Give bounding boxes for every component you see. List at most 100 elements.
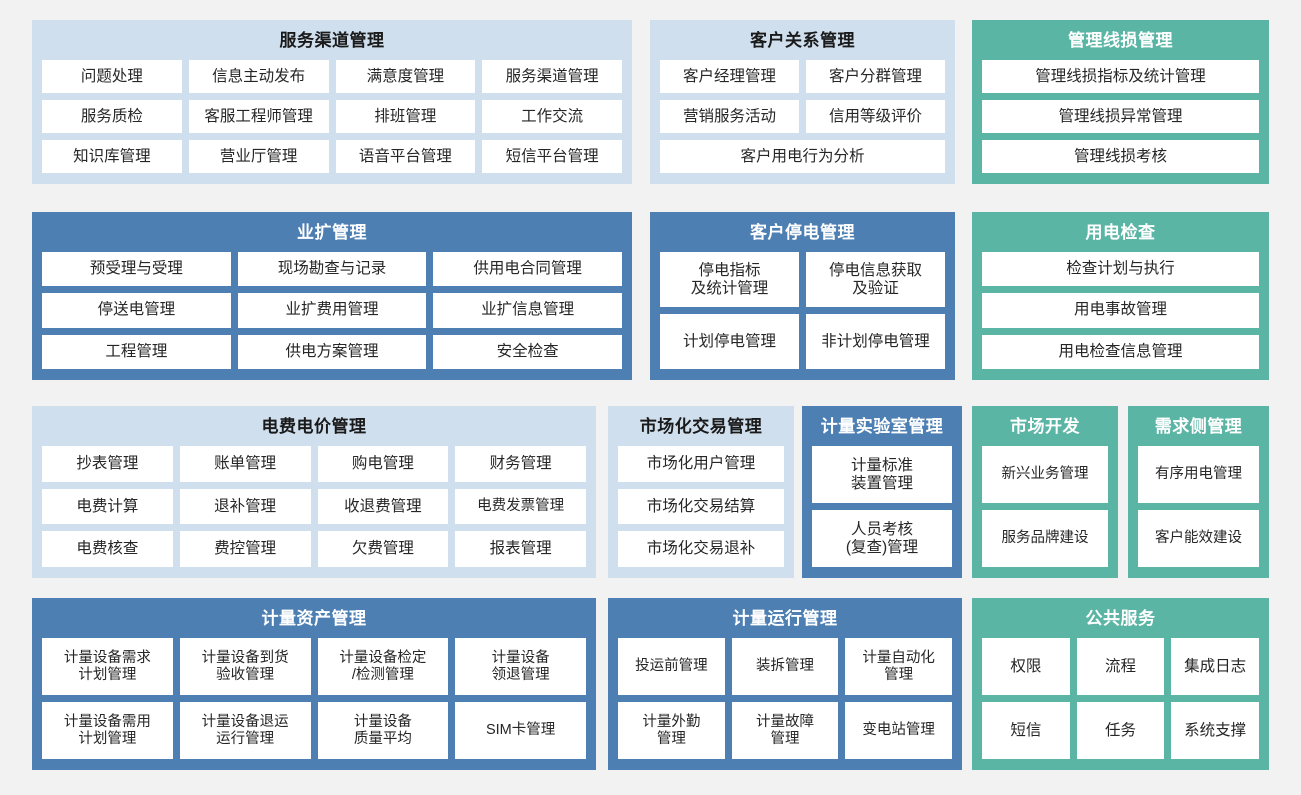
tile-工程管理[interactable]: 工程管理: [42, 334, 231, 369]
tile-row: 客户经理管理 客户分群管理: [660, 60, 945, 93]
tile-管理线损考核[interactable]: 管理线损考核: [982, 140, 1259, 173]
tile-业扩信息管理[interactable]: 业扩信息管理: [433, 293, 623, 328]
tile-计量设备到货验收管理[interactable]: 计量设备到货 验收管理: [179, 638, 311, 695]
panel-public-service: 公共服务 权限 流程 集成日志 短信 任务 系统支撑: [972, 598, 1269, 770]
panel-service-channel: 服务渠道管理 问题处理 信息主动发布 满意度管理 服务渠道管理 服务质检 客服工…: [32, 20, 632, 184]
tile-服务品牌建设[interactable]: 服务品牌建设: [982, 510, 1108, 567]
tile-购电管理[interactable]: 购电管理: [317, 446, 449, 482]
tile-计量标准装置管理[interactable]: 计量标准 装置管理: [812, 446, 952, 503]
tile-抄表管理[interactable]: 抄表管理: [42, 446, 173, 482]
tile-集成日志[interactable]: 集成日志: [1171, 638, 1260, 695]
tile-变电站管理[interactable]: 变电站管理: [845, 702, 953, 759]
tile-收退费管理[interactable]: 收退费管理: [317, 488, 449, 525]
tile-用电事故管理[interactable]: 用电事故管理: [982, 293, 1259, 328]
tile-客户能效建设[interactable]: 客户能效建设: [1138, 510, 1259, 567]
tile-row: 电费计算 退补管理 收退费管理 电费发票管理: [42, 488, 586, 525]
tile-计量设备需求计划管理[interactable]: 计量设备需求 计划管理: [42, 638, 173, 695]
tile-用电检查信息管理[interactable]: 用电检查信息管理: [982, 334, 1259, 369]
tile-计量故障管理[interactable]: 计量故障 管理: [731, 702, 839, 759]
tile-工作交流[interactable]: 工作交流: [482, 100, 622, 133]
tile-row: 客户用电行为分析: [660, 140, 945, 173]
tile-排班管理[interactable]: 排班管理: [335, 100, 476, 133]
tile-计量外勤管理[interactable]: 计量外勤 管理: [618, 702, 725, 759]
tile-营业厅管理[interactable]: 营业厅管理: [188, 140, 329, 173]
tile-语音平台管理[interactable]: 语音平台管理: [335, 140, 476, 173]
tile-现场勘查与记录[interactable]: 现场勘查与记录: [237, 252, 427, 287]
tile-任务[interactable]: 任务: [1076, 702, 1165, 759]
tile-客户经理管理[interactable]: 客户经理管理: [660, 60, 799, 93]
tile-计量自动化管理[interactable]: 计量自动化 管理: [845, 638, 953, 695]
tile-短信[interactable]: 短信: [982, 702, 1070, 759]
tile-计划停电管理[interactable]: 计划停电管理: [660, 314, 799, 369]
tile-市场化用户管理[interactable]: 市场化用户管理: [618, 446, 784, 482]
tile-row: 人员考核 (复查)管理: [812, 510, 952, 567]
tile-投运前管理[interactable]: 投运前管理: [618, 638, 725, 695]
panel-title: 电费电价管理: [261, 417, 367, 436]
tile-停电指标及统计管理[interactable]: 停电指标 及统计管理: [660, 252, 799, 307]
tile-有序用电管理[interactable]: 有序用电管理: [1138, 446, 1259, 503]
tile-营销服务活动[interactable]: 营销服务活动: [660, 100, 799, 133]
tile-问题处理[interactable]: 问题处理: [42, 60, 182, 93]
tile-退补管理[interactable]: 退补管理: [179, 488, 311, 525]
tile-停送电管理[interactable]: 停送电管理: [42, 293, 231, 328]
tile-计量设备质量平均[interactable]: 计量设备 质量平均: [317, 702, 449, 759]
tile-电费计算[interactable]: 电费计算: [42, 488, 173, 525]
tile-电费核查[interactable]: 电费核查: [42, 531, 173, 568]
tile-row: 计划停电管理 非计划停电管理: [660, 314, 945, 369]
tile-预受理与受理[interactable]: 预受理与受理: [42, 252, 231, 287]
tile-管理线损指标及统计管理[interactable]: 管理线损指标及统计管理: [982, 60, 1259, 93]
panel-title: 计量运行管理: [732, 609, 838, 628]
tile-安全检查[interactable]: 安全检查: [433, 334, 623, 369]
tile-权限[interactable]: 权限: [982, 638, 1070, 695]
tile-供用电合同管理[interactable]: 供用电合同管理: [433, 252, 623, 287]
tile-账单管理[interactable]: 账单管理: [179, 446, 311, 482]
tile-信息主动发布[interactable]: 信息主动发布: [188, 60, 329, 93]
tile-电费发票管理[interactable]: 电费发票管理: [455, 488, 586, 525]
panel-customer-outage: 客户停电管理 停电指标 及统计管理 停电信息获取 及验证 计划停电管理 非计划停…: [650, 212, 955, 380]
panel-power-inspection: 用电检查 检查计划与执行 用电事故管理 用电检查信息管理: [972, 212, 1269, 380]
tile-供电方案管理[interactable]: 供电方案管理: [237, 334, 427, 369]
tile-row: 停送电管理 业扩费用管理 业扩信息管理: [42, 293, 623, 328]
tile-客服工程师管理[interactable]: 客服工程师管理: [188, 100, 329, 133]
tile-满意度管理[interactable]: 满意度管理: [335, 60, 476, 93]
tile-计量设备检定检测管理[interactable]: 计量设备检定 /检测管理: [317, 638, 449, 695]
tile-row: 有序用电管理: [1138, 446, 1259, 503]
tile-计量设备退运运行管理[interactable]: 计量设备退运 运行管理: [179, 702, 311, 759]
tile-系统支撑[interactable]: 系统支撑: [1171, 702, 1260, 759]
panel-business-expansion: 业扩管理 预受理与受理 现场勘查与记录 供用电合同管理 停送电管理 业扩费用管理…: [32, 212, 632, 380]
tile-row: 问题处理 信息主动发布 满意度管理 服务渠道管理: [42, 60, 622, 93]
tile-新兴业务管理[interactable]: 新兴业务管理: [982, 446, 1108, 503]
tile-业扩费用管理[interactable]: 业扩费用管理: [237, 293, 427, 328]
tile-短信平台管理[interactable]: 短信平台管理: [482, 140, 622, 173]
tile-计量设备领退管理[interactable]: 计量设备 领退管理: [455, 638, 586, 695]
tile-row: 用电检查信息管理: [982, 334, 1259, 369]
tile-SIM卡管理[interactable]: SIM卡管理: [455, 702, 586, 759]
tile-服务质检[interactable]: 服务质检: [42, 100, 182, 133]
tile-市场化交易退补[interactable]: 市场化交易退补: [618, 531, 784, 568]
tile-管理线损异常管理[interactable]: 管理线损异常管理: [982, 100, 1259, 133]
tile-停电信息获取及验证[interactable]: 停电信息获取 及验证: [806, 252, 945, 307]
tile-财务管理[interactable]: 财务管理: [455, 446, 586, 482]
tile-客户分群管理[interactable]: 客户分群管理: [806, 60, 945, 93]
tile-row: 市场化交易退补: [618, 531, 784, 568]
tile-row: 新兴业务管理: [982, 446, 1108, 503]
tile-费控管理[interactable]: 费控管理: [179, 531, 311, 568]
tile-row: 检查计划与执行: [982, 252, 1259, 287]
tile-服务渠道管理[interactable]: 服务渠道管理: [482, 60, 622, 93]
tile-row: 知识库管理 营业厅管理 语音平台管理 短信平台管理: [42, 140, 622, 173]
tile-流程[interactable]: 流程: [1076, 638, 1165, 695]
tile-报表管理[interactable]: 报表管理: [455, 531, 586, 568]
tile-知识库管理[interactable]: 知识库管理: [42, 140, 182, 173]
tile-装拆管理[interactable]: 装拆管理: [731, 638, 839, 695]
tile-非计划停电管理[interactable]: 非计划停电管理: [806, 314, 945, 369]
tile-客户用电行为分析[interactable]: 客户用电行为分析: [660, 140, 945, 173]
panel-metering-asset: 计量资产管理 计量设备需求 计划管理 计量设备到货 验收管理 计量设备检定 /检…: [32, 598, 596, 770]
tile-信用等级评价[interactable]: 信用等级评价: [806, 100, 945, 133]
tile-市场化交易结算[interactable]: 市场化交易结算: [618, 488, 784, 525]
tile-检查计划与执行[interactable]: 检查计划与执行: [982, 252, 1259, 287]
tile-row: 预受理与受理 现场勘查与记录 供用电合同管理: [42, 252, 623, 287]
tile-欠费管理[interactable]: 欠费管理: [317, 531, 449, 568]
panel-title: 市场化交易管理: [639, 417, 763, 436]
tile-人员考核复查管理[interactable]: 人员考核 (复查)管理: [812, 510, 952, 567]
tile-计量设备需用计划管理[interactable]: 计量设备需用 计划管理: [42, 702, 173, 759]
